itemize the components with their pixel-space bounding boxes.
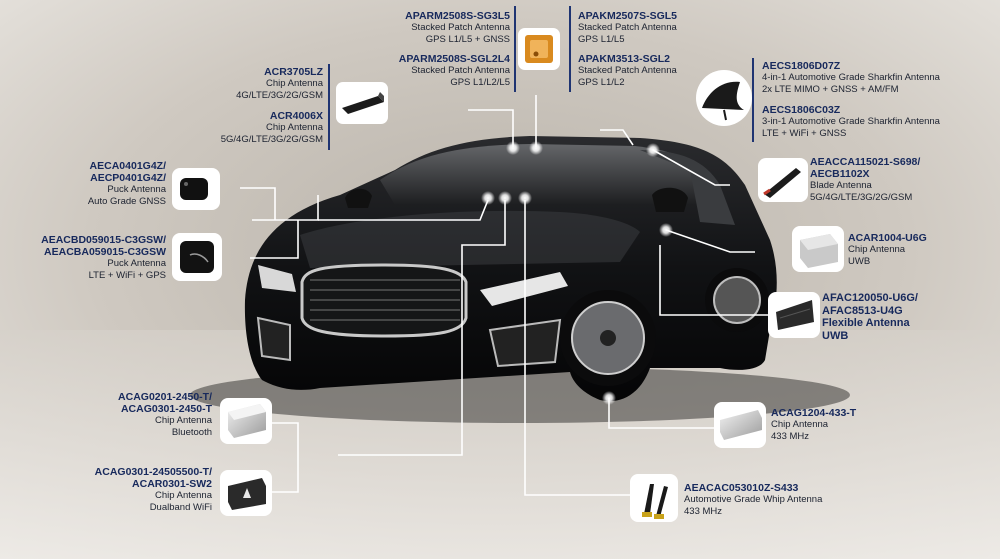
label-acag0201-2450: ACAG0201-2450-T/ ACAG0301-2450-T Chip An…: [118, 391, 212, 438]
antenna-bands: 433 MHz: [771, 430, 810, 442]
antenna-type: Flexible Antenna: [822, 317, 910, 329]
antenna-bands: GPS L1/L2/L5: [450, 76, 510, 88]
chip-antenna-icon: [714, 402, 766, 448]
chip-antenna-icon: [220, 470, 272, 516]
antenna-bands: 5G/4G/LTE/3G/2G/GSM: [220, 133, 323, 145]
label-aeca0401g4z: AECA0401G4Z/ AECP0401G4Z/ Puck Antenna A…: [88, 160, 166, 207]
antenna-type: Chip Antenna: [771, 419, 829, 430]
part-number: AFAC120050-U6G/: [822, 292, 918, 304]
part-number: AFAC8513-U4G: [822, 304, 903, 317]
antenna-type: Puck Antenna: [107, 184, 166, 195]
antenna-type: Puck Antenna: [107, 258, 166, 269]
car-silhouette: [244, 136, 777, 402]
antenna-type: Chip Antenna: [265, 122, 323, 133]
antenna-bands: Dualband WiFi: [149, 501, 212, 513]
label-aeacca115021: AEACCA115021-S698/ AECB1102X Blade Anten…: [810, 156, 920, 203]
antenna-bands: 5G/4G/LTE/3G/2G/GSM: [810, 191, 913, 203]
antenna-type: Chip Antenna: [848, 244, 906, 255]
antenna-bands: 433 MHz: [684, 505, 723, 517]
part-number: ACAR0301-SW2: [132, 478, 212, 490]
antenna-bands: LTE + WiFi + GPS: [88, 269, 166, 281]
antenna-type: 3-in-1 Automotive Grade Sharkfin Antenna: [762, 116, 940, 127]
part-number: AECB1102X: [810, 168, 870, 180]
antenna-bands: Auto Grade GNSS: [87, 195, 166, 207]
antenna-location-hotspots: [481, 141, 673, 405]
part-number: ACAG0301-2450-T: [120, 403, 212, 415]
part-number: AECS1806C03Z: [762, 104, 841, 116]
patch-antenna-icon: [518, 28, 560, 70]
part-number: AECA0401G4Z/: [89, 160, 166, 172]
antenna-type: Chip Antenna: [265, 78, 323, 89]
antenna-bands: GPS L1/L2: [578, 76, 625, 88]
part-number: APAKM3513-SGL2: [578, 53, 670, 65]
antenna-bands: 2x LTE MIMO + GNSS + AM/FM: [762, 83, 899, 95]
part-number: AEACBD059015-C3GSW/: [41, 234, 166, 246]
part-number: AECP0401G4Z/: [90, 172, 166, 184]
antenna-type: Chip Antenna: [154, 415, 212, 426]
antenna-bands: Bluetooth: [171, 426, 212, 438]
label-aecs1806d07z: AECS1806D07Z 4-in-1 Automotive Grade Sha…: [762, 60, 940, 95]
antenna-bands: LTE + WiFi + GNSS: [762, 127, 847, 139]
part-number: AEACBA059015-C3GSW: [44, 246, 166, 258]
antenna-bands: UWB: [848, 255, 871, 267]
part-number: ACAR1004-U6G: [848, 232, 927, 244]
part-number: APAKM2507S-SGL5: [578, 10, 678, 22]
antenna-bands: UWB: [822, 329, 849, 342]
antenna-type: Automotive Grade Whip Antenna: [684, 494, 823, 505]
chip-antenna-icon: [220, 398, 272, 444]
part-number: ACR4006X: [269, 110, 323, 122]
label-aparm2508s-sg3l5: APARM2508S-SG3L5 Stacked Patch Antenna G…: [405, 10, 510, 45]
part-number: AECS1806D07Z: [762, 60, 841, 72]
accent-bar: [752, 58, 754, 142]
antenna-type: Chip Antenna: [154, 490, 212, 501]
antenna-type: Stacked Patch Antenna: [411, 65, 510, 76]
antenna-type: Blade Antenna: [810, 180, 872, 191]
antenna-bands: 4G/LTE/3G/2G/GSM: [236, 89, 323, 101]
accent-bar: [514, 6, 516, 92]
label-acr3705lz: ACR3705LZ Chip Antenna 4G/LTE/3G/2G/GSM: [236, 66, 323, 101]
label-aeacac053010z: AEACAC053010Z-S433 Automotive Grade Whip…: [684, 482, 822, 517]
sharkfin-antenna-icon: [696, 70, 752, 126]
antenna-type: Stacked Patch Antenna: [578, 65, 677, 76]
label-acag0301-24505500: ACAG0301-24505500-T/ ACAR0301-SW2 Chip A…: [95, 466, 212, 513]
flexible-antenna-icon: [768, 292, 820, 338]
label-aparm2508s-sgl2l4: APARM2508S-SGL2L4 Stacked Patch Antenna …: [399, 53, 510, 88]
part-number: ACAG0201-2450-T/: [118, 391, 212, 403]
part-number: ACR3705LZ: [264, 66, 323, 78]
part-number: APARM2508S-SG3L5: [405, 10, 510, 22]
part-number: APARM2508S-SGL2L4: [398, 53, 510, 65]
antenna-bands: GPS L1/L5 + GNSS: [425, 33, 510, 45]
label-apakm2507s-sgl5: APAKM2507S-SGL5 Stacked Patch Antenna GP…: [578, 10, 677, 45]
leader-lines: [240, 95, 770, 496]
antenna-bands: GPS L1/L5: [578, 33, 625, 45]
part-number: AEACAC053010Z-S433: [684, 482, 799, 494]
antenna-type: Stacked Patch Antenna: [411, 22, 510, 33]
antenna-type: 4-in-1 Automotive Grade Sharkfin Antenna: [762, 72, 940, 83]
label-acag1204-433: ACAG1204-433-T Chip Antenna 433 MHz: [771, 407, 856, 442]
accent-bar: [569, 6, 571, 92]
chip-antenna-icon: [336, 82, 388, 124]
label-acar1004-u6g: ACAR1004-U6G Chip Antenna UWB: [848, 232, 927, 267]
whip-antenna-icon: [630, 474, 678, 522]
label-apakm3513-sgl2: APAKM3513-SGL2 Stacked Patch Antenna GPS…: [578, 53, 677, 88]
puck-antenna-icon: [172, 168, 220, 210]
label-afac120050: AFAC120050-U6G/ AFAC8513-U4G Flexible An…: [822, 292, 918, 342]
label-aeacbd059015: AEACBD059015-C3GSW/ AEACBA059015-C3GSW P…: [41, 234, 166, 281]
chip-antenna-icon: [792, 226, 844, 272]
blade-antenna-icon: [758, 158, 808, 202]
part-number: AEACCA115021-S698/: [810, 156, 921, 168]
label-aecs1806c03z: AECS1806C03Z 3-in-1 Automotive Grade Sha…: [762, 104, 940, 139]
antenna-type: Stacked Patch Antenna: [578, 22, 677, 33]
part-number: ACAG0301-24505500-T/: [94, 466, 212, 478]
puck-antenna-icon: [172, 233, 222, 281]
label-acr4006x: ACR4006X Chip Antenna 5G/4G/LTE/3G/2G/GS…: [221, 110, 323, 145]
part-number: ACAG1204-433-T: [771, 407, 857, 419]
accent-bar: [328, 64, 330, 150]
